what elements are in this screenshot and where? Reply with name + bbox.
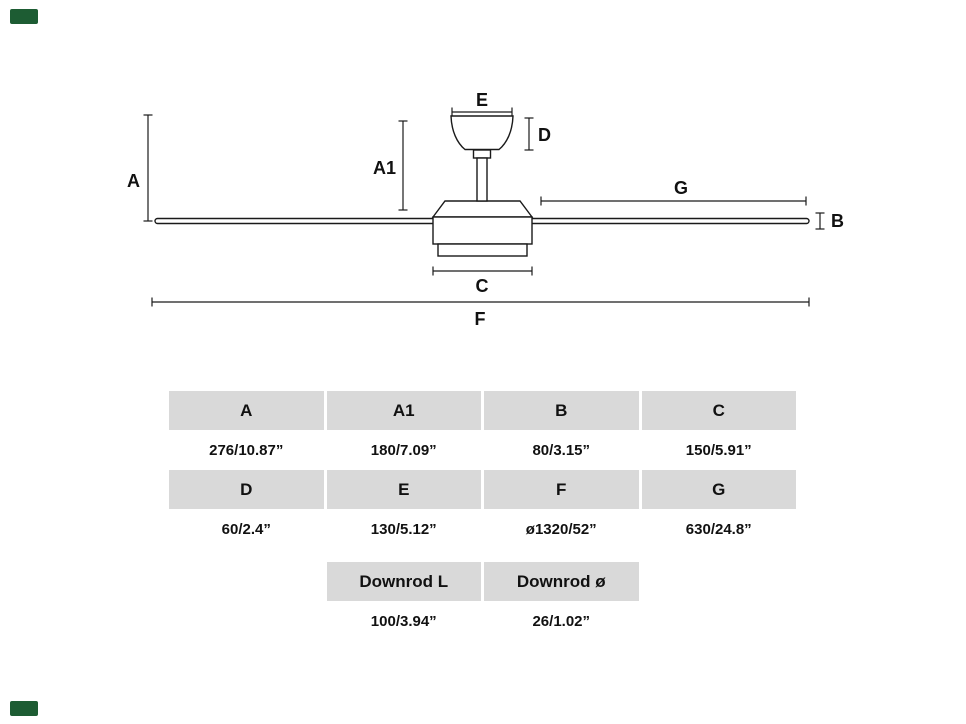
- header-B: B: [484, 391, 639, 430]
- label-D: D: [538, 125, 551, 145]
- value-B: 80/3.15”: [484, 430, 639, 470]
- header-C: C: [641, 391, 796, 430]
- downrod-collar: [472, 149, 492, 159]
- motor-housing: [431, 200, 534, 257]
- table-header-row-downrod: Downrod L Downrod ø: [169, 562, 796, 601]
- label-E: E: [476, 90, 488, 110]
- header-D: D: [169, 470, 324, 509]
- dimension-E: E: [451, 90, 513, 117]
- label-A1: A1: [373, 158, 396, 178]
- value-A: 276/10.87”: [169, 430, 324, 470]
- header-G: G: [641, 470, 796, 509]
- value-A1: 180/7.09”: [326, 430, 481, 470]
- dimension-F: F: [151, 297, 810, 329]
- value-downrod-diameter: 26/1.02”: [484, 601, 639, 641]
- table-value-row-downrod: 100/3.94” 26/1.02”: [169, 601, 796, 641]
- header-downrod-length: Downrod L: [326, 562, 481, 601]
- header-E: E: [326, 470, 481, 509]
- label-C: C: [476, 276, 489, 296]
- header-F: F: [484, 470, 639, 509]
- label-B: B: [831, 211, 844, 231]
- table-header-row-1: A A1 B C: [169, 391, 796, 430]
- table-value-row-2: 60/2.4” 130/5.12” ø1320/52” 630/24.8”: [169, 509, 796, 549]
- table-value-row-1: 276/10.87” 180/7.09” 80/3.15” 150/5.91”: [169, 430, 796, 470]
- table-header-row-2: D E F G: [169, 470, 796, 509]
- label-F: F: [475, 309, 486, 329]
- dimension-D: D: [524, 117, 551, 151]
- header-A1: A1: [326, 391, 481, 430]
- dimensions-table: A A1 B C 276/10.87” 180/7.09” 80/3.15” 1…: [169, 391, 796, 641]
- label-G: G: [674, 178, 688, 198]
- label-A: A: [127, 171, 140, 191]
- header-A: A: [169, 391, 324, 430]
- value-E: 130/5.12”: [326, 509, 481, 549]
- value-D: 60/2.4”: [169, 509, 324, 549]
- value-F: ø1320/52”: [484, 509, 639, 549]
- canopy: [450, 115, 514, 151]
- value-C: 150/5.91”: [641, 430, 796, 470]
- downrod: [472, 149, 492, 202]
- value-downrod-length: 100/3.94”: [326, 601, 481, 641]
- motor-body: [432, 216, 533, 245]
- dimension-G: G: [540, 178, 807, 206]
- dimension-A: A: [127, 114, 153, 222]
- motor-lid: [431, 200, 534, 218]
- corner-badge-bottom: [10, 701, 38, 716]
- dimension-C: C: [432, 266, 533, 296]
- downrod-tube: [476, 157, 488, 202]
- dimension-B: B: [815, 211, 844, 231]
- corner-badge-top: [10, 9, 38, 24]
- value-G: 630/24.8”: [641, 509, 796, 549]
- motor-bottom: [437, 243, 528, 257]
- dimension-A1: A1: [373, 120, 408, 211]
- ceiling-fan-dimension-diagram: E D A1 A G: [127, 90, 844, 329]
- header-downrod-diameter: Downrod ø: [484, 562, 639, 601]
